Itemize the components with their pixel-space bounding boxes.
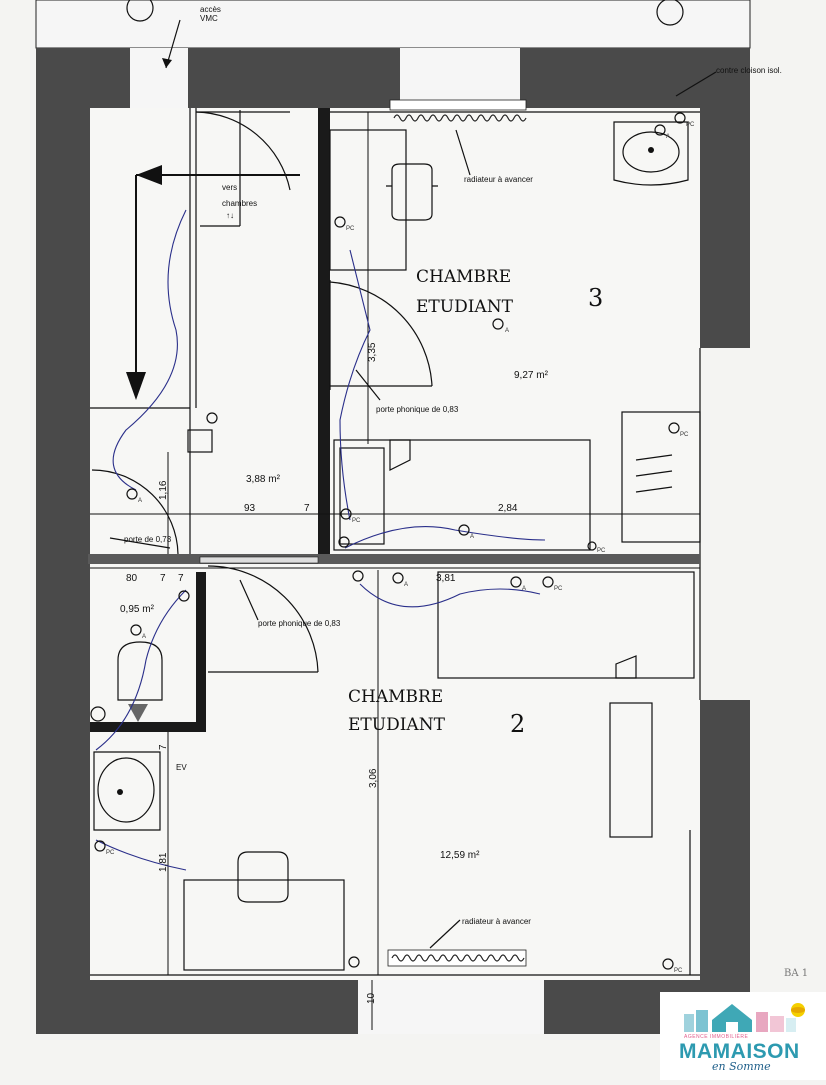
svg-text:A: A [142,634,146,640]
dim-335: 3,35 [367,342,378,362]
dim-381: 3,81 [436,573,456,584]
dim-93: 93 [244,503,256,514]
east-wall-upper [700,48,750,348]
dim-284: 2,84 [498,503,518,514]
interior-floor [90,108,700,980]
logo-name: MAMAISON [679,1040,800,1063]
east-wall-lower [700,700,750,1034]
vers-label-line1: vers [222,183,237,192]
vmc-circle-left [126,0,154,22]
area-wc: 0,95 m² [120,604,155,615]
radiator-bottom-icon [387,949,527,967]
wc-door-arc [91,469,179,555]
stair-arrow-down-icon [126,372,146,400]
dim-7b: 7 [160,573,166,584]
dim-80: 80 [126,573,138,584]
vmc-circle-right [656,0,684,26]
sink-wc-icon [93,751,161,831]
dim-306: 3,06 [368,768,379,788]
svg-text:PC: PC [352,518,361,524]
area-corridor: 3,88 m² [246,474,281,485]
dim-7d: 7 [158,744,169,750]
room3-title-line2: ETUDIANT [416,297,514,317]
radiator-top-icon [389,99,527,111]
vmc-shaft [130,48,188,108]
porte-phonique-bottom-label: porte phonique de 0,83 [258,619,341,628]
svg-text:A: A [522,586,526,592]
partition-wc-east [196,572,206,732]
vers-arrow-icon: ↑↓ [226,211,234,220]
svg-text:A: A [666,134,670,140]
toilet-tank-icon [128,704,148,722]
east-infill [690,348,700,700]
chair-room3-icon [391,163,433,221]
dim-116: 1,16 [158,480,169,500]
vers-label-line2: chambres [222,199,257,208]
chair-room2-icon [237,851,289,903]
partition-wc-south [90,722,206,732]
bed-room2 [437,571,695,679]
logo-tagline: AGENCE IMMOBILIÈRE [684,1034,749,1040]
svg-text:PC: PC [680,432,689,438]
outlet-symbols: PC A PC A PC A PC A PC A A PC A PC PC [94,112,695,974]
west-wall [36,48,90,1034]
south-window [358,980,544,1034]
svg-text:A: A [138,498,142,504]
room2-title-line2: ETUDIANT [348,715,446,735]
svg-text:PC: PC [106,850,115,856]
room2-title-line1: CHAMBRE [348,687,443,707]
partition-mid [88,554,700,564]
svg-text:PC: PC [674,968,683,974]
electric-line-corridor [112,209,187,491]
house-skyline-icon [684,1003,805,1032]
ev-label: EV [176,763,187,772]
toilet-icon [117,641,163,701]
room3-number: 3 [588,284,603,312]
radiateur-top-label: radiateur à avancer [464,175,533,184]
svg-text:PC: PC [686,122,695,128]
vmc-label-line2: VMC [200,14,218,23]
stair-arrow-left-icon [136,165,162,185]
bed-room3 [333,439,591,551]
svg-text:A: A [470,534,474,540]
dim-7a: 7 [304,503,310,514]
electric-line-room3 [339,249,371,521]
dim-7c: 7 [178,573,184,584]
wardrobe-room3 [621,411,701,543]
room3-title-line1: CHAMBRE [416,267,511,287]
north-window [400,48,520,100]
top-strip [35,0,751,49]
hatched-door-sill [199,556,319,564]
svg-text:PC: PC [554,586,563,592]
sink-room3-icon [613,121,689,186]
svg-text:A: A [505,328,509,334]
corner-mark: BA 1 [784,968,809,979]
room2-number: 2 [510,710,525,738]
dim-181: 1,81 [158,852,169,872]
svg-text:PC: PC [346,226,355,232]
pillow-room3 [339,447,385,545]
corridor-door-arc [195,111,291,191]
area-room2: 12,59 m² [440,850,480,861]
logo-sub: en Somme [712,1060,771,1073]
porte-phonique-top-label: porte phonique de 0,83 [376,405,459,414]
contre-cloison-label: contre cloison isol. [716,66,782,75]
electric-line-room2 [359,583,541,608]
room3-door-arc [329,281,433,387]
svg-text:PC: PC [597,548,606,554]
desk-room2 [183,879,345,971]
agency-logo [660,992,826,1080]
svg-text:A: A [404,582,408,588]
dim-10: 10 [366,992,377,1004]
radiateur-bottom-label: radiateur à avancer [462,917,531,926]
partition-room3-west [318,108,330,554]
porte-073-label: porte de 0,73 [124,535,172,544]
wardrobe-room2 [609,702,653,838]
vmc-label-line1: accès [200,5,221,14]
area-room3: 9,27 m² [514,370,549,381]
